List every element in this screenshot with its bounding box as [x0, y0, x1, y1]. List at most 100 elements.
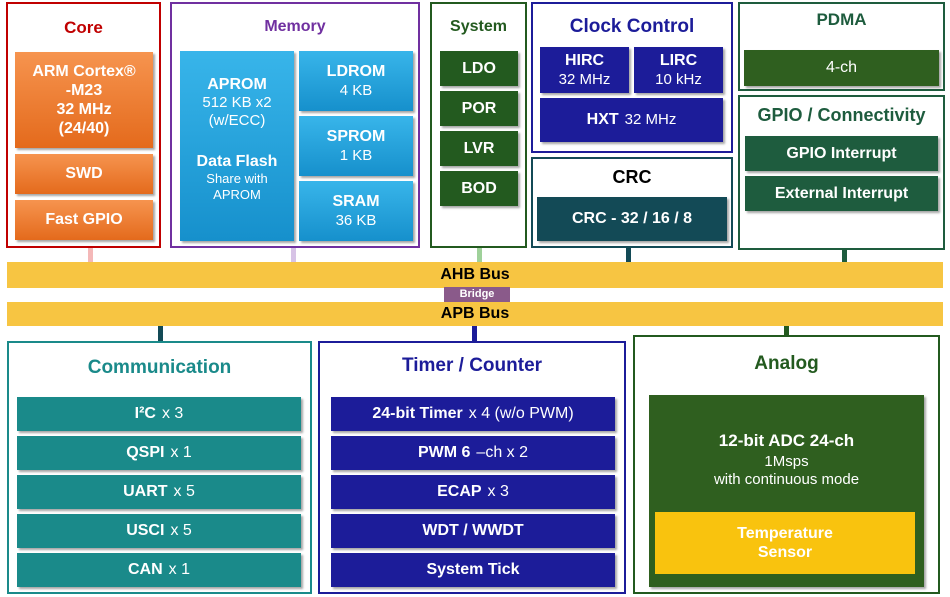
pwm-name: PWM 6 — [417, 444, 471, 462]
adc-mode: with continuous mode — [713, 471, 860, 489]
system-panel: System LDO POR LVR BOD — [430, 2, 527, 248]
qspi-block: QSPI x 1 — [17, 436, 301, 470]
qspi-count: x 1 — [170, 444, 192, 462]
lirc-name: LIRC — [659, 52, 698, 70]
hirc-name: HIRC — [564, 52, 605, 70]
usci-block: USCI x 5 — [17, 514, 301, 548]
hxt-name: HXT — [586, 111, 619, 129]
cpu-name: ARM Cortex® — [32, 62, 136, 80]
can-count: x 1 — [168, 561, 190, 579]
core-panel: Core ARM Cortex® -M23 32 MHz (24/40) SWD… — [6, 2, 161, 248]
lirc-block: LIRC 10 kHz — [634, 47, 723, 93]
ahb-bus: AHB Bus — [7, 262, 943, 288]
timer24-block: 24-bit Timer x 4 (w/o PWM) — [331, 397, 615, 431]
uart-count: x 5 — [173, 483, 195, 501]
uart-name: UART — [123, 483, 168, 501]
sprom-name: SPROM — [326, 128, 386, 146]
crc-block: CRC - 32 / 16 / 8 — [537, 197, 727, 241]
temperature-sensor-block: Temperature Sensor — [655, 512, 915, 574]
sram-block: SRAM 36 KB — [299, 181, 413, 241]
qspi-name: QSPI — [126, 444, 165, 462]
can-block: CAN x 1 — [17, 553, 301, 587]
can-name: CAN — [127, 561, 163, 579]
gpio-connector — [842, 248, 847, 262]
bridge: Bridge — [444, 287, 510, 302]
temp-line1: Temperature — [737, 524, 833, 542]
pwm-count: –ch x 2 — [476, 444, 529, 462]
hxt-block: HXT 32 MHz — [540, 98, 723, 142]
gpio-interrupt-block: GPIO Interrupt — [745, 136, 938, 171]
i2c-block: I²C x 3 — [17, 397, 301, 431]
cpu-core: -M23 — [65, 81, 103, 99]
memory-panel: Memory APROM 512 KB x2 (w/ECC) Data Flas… — [170, 2, 420, 248]
analog-connector — [784, 325, 789, 336]
bod-block: BOD — [440, 171, 518, 206]
i2c-name: I²C — [134, 405, 156, 423]
cpu-range: (24/40) — [58, 120, 110, 138]
ecap-block: ECAP x 3 — [331, 475, 615, 509]
ecap-count: x 3 — [487, 483, 509, 501]
usci-name: USCI — [126, 522, 165, 540]
system-title: System — [450, 18, 507, 35]
core-connector — [88, 248, 93, 262]
clock-title: Clock Control — [569, 16, 695, 37]
temp-line2: Sensor — [757, 544, 813, 561]
apb-bus: APB Bus — [7, 302, 943, 326]
memory-connector — [291, 248, 296, 262]
ldrom-size: 4 KB — [339, 81, 373, 99]
memory-title: Memory — [264, 18, 326, 35]
ldrom-name: LDROM — [326, 63, 386, 81]
aprom-size: 512 KB x2 — [202, 94, 272, 112]
aprom-ecc: (w/ECC) — [208, 112, 266, 130]
timer-title: Timer / Counter — [401, 355, 543, 376]
wdt-name: WDT / WWDT — [422, 522, 524, 540]
adc-name: 12-bit ADC 24-ch — [718, 431, 855, 450]
ldo-block: LDO — [440, 51, 518, 86]
cpu-freq: 32 MHz — [56, 101, 112, 118]
lirc-freq: 10 kHz — [655, 70, 702, 88]
hirc-freq: 32 MHz — [558, 70, 611, 88]
dataflash-name: Data Flash — [196, 153, 278, 171]
pwm-block: PWM 6 –ch x 2 — [331, 436, 615, 470]
sram-name: SRAM — [332, 193, 380, 211]
lvr-block: LVR — [440, 131, 518, 166]
ldrom-block: LDROM 4 KB — [299, 51, 413, 111]
crc-title: CRC — [612, 167, 652, 187]
timer-connector — [472, 325, 477, 342]
pdma-block: 4-ch — [744, 50, 939, 86]
communication-panel: Communication I²C x 3 QSPI x 1 UART x 5 USC… — [7, 341, 312, 594]
cpu-block: ARM Cortex® -M23 32 MHz (24/40) — [15, 52, 153, 148]
pdma-title: PDMA — [816, 10, 867, 29]
crc-panel: CRC CRC - 32 / 16 / 8 — [531, 157, 733, 248]
aprom-block: APROM 512 KB x2 (w/ECC) Data Flash Share… — [180, 51, 294, 241]
timer24-name: 24-bit Timer — [372, 405, 463, 423]
communication-connector — [158, 325, 163, 342]
timer-panel: Timer / Counter 24-bit Timer x 4 (w/o PWM… — [318, 341, 626, 594]
fast-gpio-block: Fast GPIO — [15, 200, 153, 240]
ecap-name: ECAP — [437, 483, 482, 501]
sprom-size: 1 KB — [339, 146, 373, 164]
i2c-count: x 3 — [161, 405, 184, 423]
por-block: POR — [440, 91, 518, 126]
dataflash-line2: APROM — [213, 186, 261, 202]
hirc-block: HIRC 32 MHz — [540, 47, 629, 93]
analog-title: Analog — [754, 353, 819, 374]
uart-block: UART x 5 — [17, 475, 301, 509]
wdt-block: WDT / WWDT — [331, 514, 615, 548]
hxt-freq: 32 MHz — [624, 111, 677, 129]
communication-title: Communication — [87, 357, 232, 378]
system-connector — [477, 248, 482, 262]
adc-rate: 1Msps — [764, 453, 809, 471]
core-title: Core — [64, 18, 103, 37]
analog-panel: Analog 12-bit ADC 24-ch 1Msps with conti… — [633, 335, 940, 594]
pdma-panel: PDMA 4-ch — [738, 2, 945, 91]
sram-size: 36 KB — [335, 211, 377, 229]
usci-count: x 5 — [170, 522, 192, 540]
external-interrupt-block: External Interrupt — [745, 176, 938, 211]
gpio-panel: GPIO / Connectivity GPIO Interrupt Exter… — [738, 95, 945, 250]
swd-block: SWD — [15, 154, 153, 194]
clock-panel: Clock Control HIRC 32 MHz LIRC 10 kHz HX… — [531, 2, 733, 153]
timer24-count: x 4 (w/o PWM) — [468, 405, 574, 423]
systick-block: System Tick — [331, 553, 615, 587]
dataflash-line1: Share with — [206, 171, 268, 187]
